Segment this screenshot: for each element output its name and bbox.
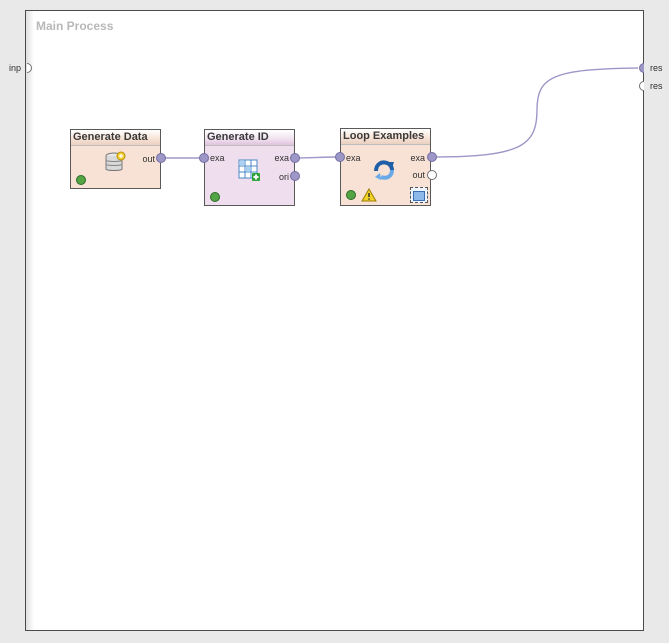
process-result-port-1[interactable]	[639, 63, 644, 73]
process-title: Main Process	[36, 19, 114, 33]
loop-examples-out-label: out	[412, 170, 425, 180]
result-port-2-label: res	[650, 81, 663, 91]
input-port-label: inp	[9, 63, 22, 73]
status-ok-icon	[346, 190, 356, 200]
process-result-port-2[interactable]	[639, 81, 644, 91]
result-port-1-label: res	[650, 63, 663, 73]
generate-data-output-port[interactable]	[156, 153, 166, 163]
database-icon	[105, 151, 126, 171]
process-input-port[interactable]	[27, 63, 32, 73]
loop-examples-out-port[interactable]	[427, 170, 437, 180]
canvas-left-shadow	[26, 11, 34, 630]
loop-examples-exa-output-port[interactable]	[427, 152, 437, 162]
loop-icon	[374, 160, 394, 180]
subprocess-icon[interactable]	[410, 187, 428, 203]
operator-loop-examples[interactable]: Loop Examples exa exa out	[340, 128, 431, 206]
table-add-icon	[238, 159, 260, 181]
generate-data-out-label: out	[142, 154, 155, 164]
status-ok-icon	[76, 175, 86, 185]
generate-id-ori-output-label: ori	[278, 172, 289, 182]
generate-id-input-label: exa	[210, 153, 225, 163]
loop-examples-exa-output-label: exa	[410, 153, 425, 163]
status-ok-icon	[210, 192, 220, 202]
process-canvas[interactable]: Main Process	[25, 10, 644, 631]
loop-examples-input-port[interactable]	[335, 152, 345, 162]
loop-examples-title: Loop Examples	[341, 129, 430, 145]
operator-generate-data[interactable]: Generate Data out	[70, 129, 161, 189]
generate-id-title: Generate ID	[205, 130, 294, 146]
generate-id-input-port[interactable]	[199, 153, 209, 163]
operator-generate-id[interactable]: Generate ID exa exa ori	[204, 129, 295, 206]
warning-icon	[361, 188, 377, 202]
loop-examples-input-label: exa	[346, 153, 361, 163]
generate-data-title: Generate Data	[71, 130, 160, 146]
generate-id-exa-output-port[interactable]	[290, 153, 300, 163]
generate-id-ori-output-port[interactable]	[290, 171, 300, 181]
generate-id-exa-output-label: exa	[274, 153, 289, 163]
